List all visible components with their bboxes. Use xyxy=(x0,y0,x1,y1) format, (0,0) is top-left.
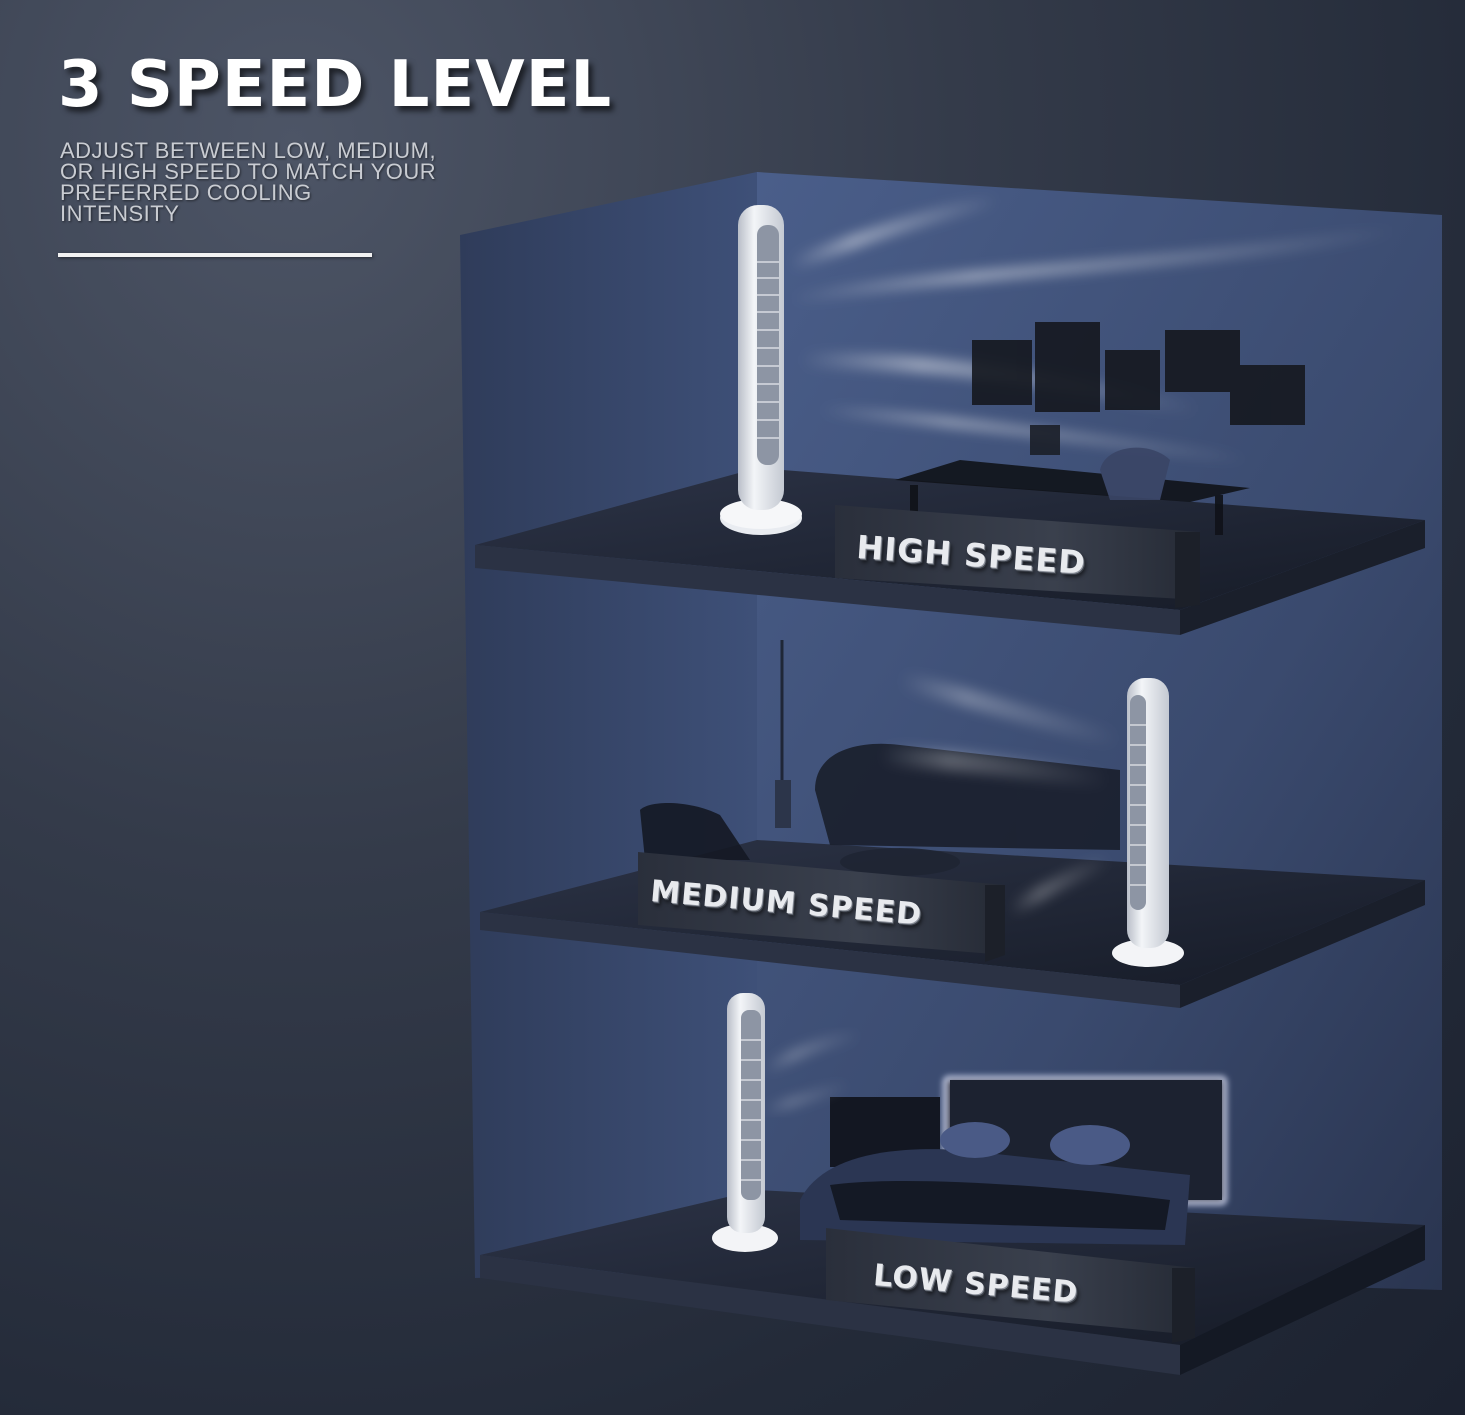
high-speed-label-box xyxy=(835,505,1200,608)
tower-fan-medium xyxy=(1112,678,1184,967)
tower-fan-low xyxy=(712,993,778,1252)
subtitle-line: ADJUST BETWEEN LOW, MEDIUM, xyxy=(60,138,437,163)
subtitle-line: PREFERRED COOLING xyxy=(60,180,312,205)
low-speed-label-box xyxy=(826,1228,1195,1343)
bedroom-furniture xyxy=(800,1075,1228,1245)
page-title: 3 SPEED LEVEL xyxy=(58,48,613,122)
airflow-low xyxy=(762,1030,861,1114)
subtitle-line: OR HIGH SPEED TO MATCH YOUR xyxy=(60,159,437,184)
title-divider xyxy=(58,253,372,257)
subtitle-line: INTENSITY xyxy=(60,201,180,226)
office-furniture xyxy=(895,322,1305,535)
airflow-medium xyxy=(879,671,1123,917)
medium-speed-label-box xyxy=(638,852,1005,962)
subtitle: ADJUST BETWEEN LOW, MEDIUM, OR HIGH SPEE… xyxy=(60,138,560,226)
tower-fan-high xyxy=(720,205,802,535)
